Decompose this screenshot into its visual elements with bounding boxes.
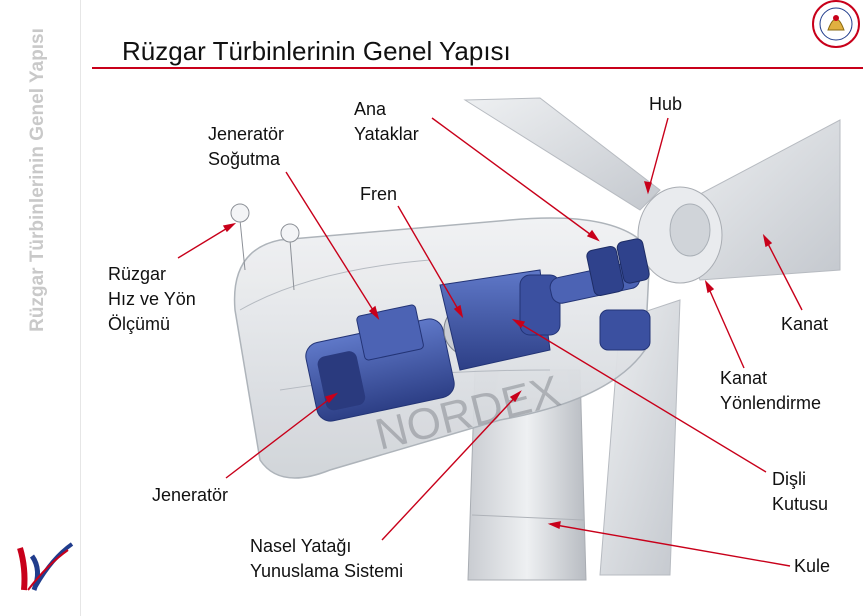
wind-turbine-illustration: NORDEX — [230, 97, 841, 581]
label-tower: Kule — [794, 556, 831, 576]
sidebar: Rüzgar Türbinlerinin Genel Yapısı — [0, 0, 81, 616]
yaw-drive — [599, 309, 651, 351]
wind-sensors — [230, 203, 300, 291]
label-hub: Hub — [649, 94, 683, 114]
generator-cooling — [356, 304, 424, 361]
university-logo-icon — [17, 542, 74, 591]
page-title: Rüzgar Türbinlerinin Genel Yapısı — [122, 36, 511, 66]
label-blade: Kanat — [781, 314, 829, 334]
label-generator: Jeneratör — [152, 485, 229, 505]
blade-upper — [463, 97, 661, 211]
university-seal-icon — [812, 0, 860, 48]
main-bearing — [586, 245, 625, 296]
title-divider — [92, 67, 863, 69]
label-brake: Fren — [360, 184, 398, 204]
